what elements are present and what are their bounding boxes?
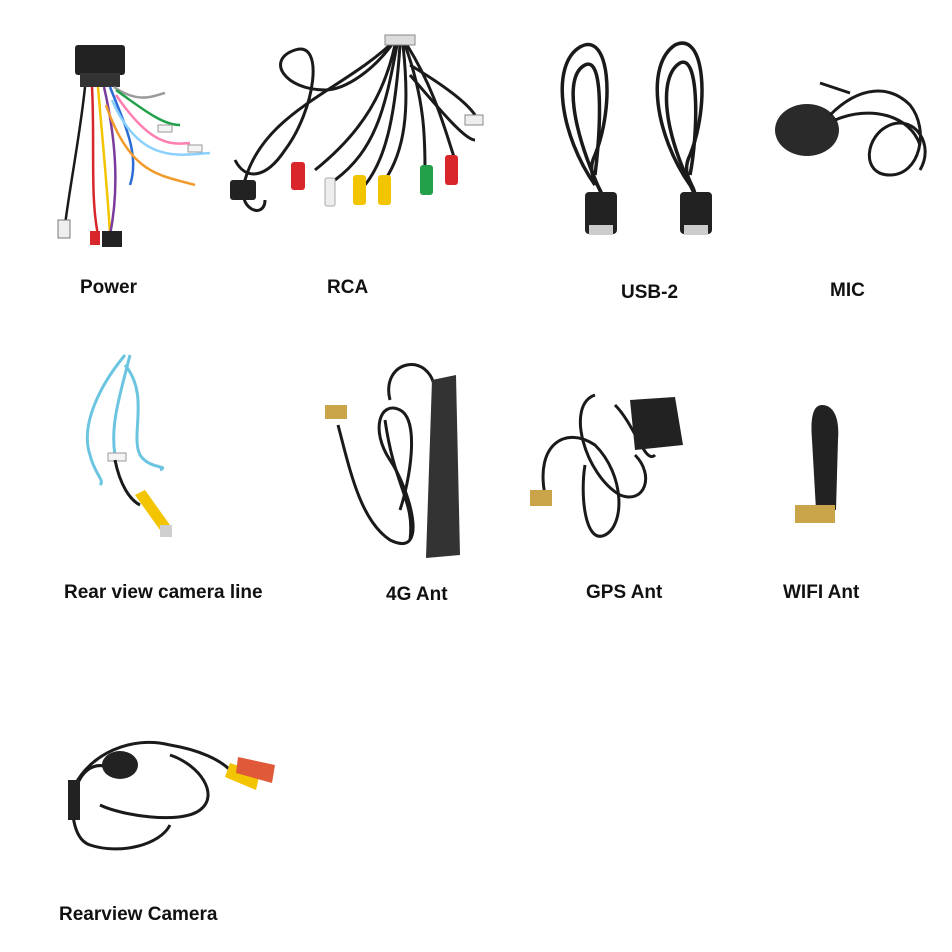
product-gps: GPS Ant	[525, 385, 725, 615]
camera-line-icon	[85, 354, 172, 537]
product-rca: RCA	[225, 30, 495, 298]
rca-cable-icon	[230, 34, 484, 212]
product-wifi: WIFI Ant	[780, 400, 930, 615]
product-power: Power	[40, 35, 230, 298]
product-rearline: Rear view camera line	[60, 345, 300, 615]
product-label: RCA	[327, 277, 369, 298]
4g-antenna-icon	[325, 363, 460, 558]
power-harness-icon	[57, 45, 211, 247]
gps-antenna-icon	[530, 393, 683, 538]
product-label: Power	[80, 277, 138, 298]
product-label: MIC	[830, 280, 865, 301]
product-camera: Rearview Camera	[59, 735, 320, 935]
product-label: Rear view camera line	[64, 582, 263, 603]
product-usb: USB-2	[540, 35, 740, 305]
product-label: 4G Ant	[386, 584, 448, 605]
product-label: WIFI Ant	[783, 582, 860, 603]
usb-cable-icon	[560, 41, 712, 235]
product-label: Rearview Camera	[59, 904, 218, 925]
microphone-icon	[775, 81, 927, 177]
rearview-camera-icon	[68, 740, 275, 851]
product-mic: MIC	[770, 75, 940, 305]
product-label: GPS Ant	[586, 582, 663, 603]
product-label: USB-2	[621, 282, 679, 303]
product-ant4g: 4G Ant	[320, 350, 490, 610]
wifi-antenna-icon	[795, 405, 839, 523]
